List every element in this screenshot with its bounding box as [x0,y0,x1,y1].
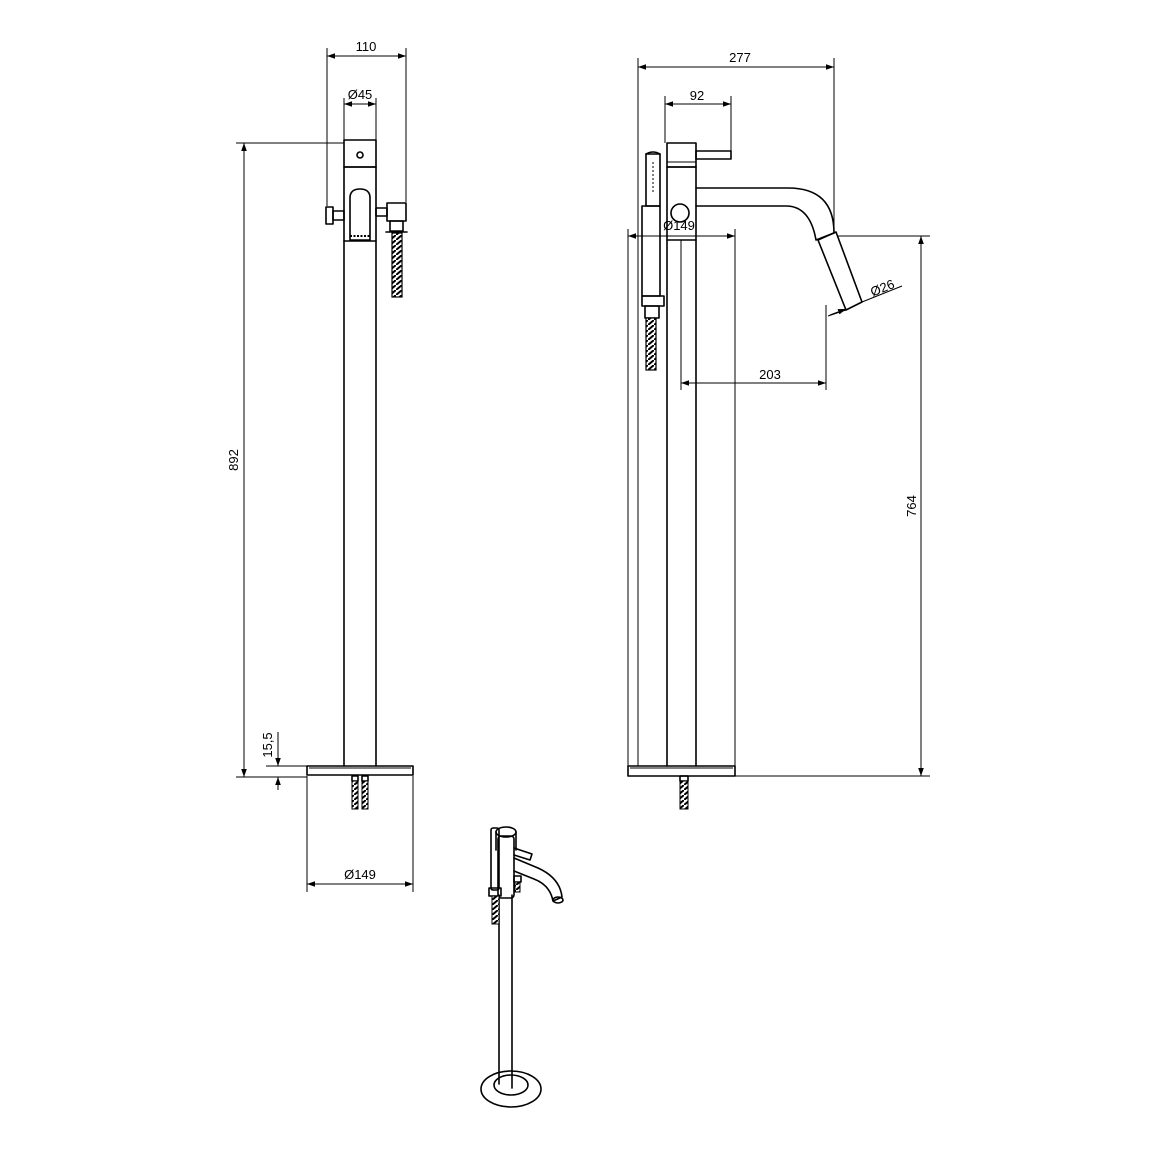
dim-side-spout-height: 764 [904,495,919,517]
perspective-hand-shower [488,827,522,925]
perspective-view [480,826,564,1108]
perspective-base-disc [480,1070,542,1108]
side-knob [670,203,690,223]
perspective-handle [513,847,533,861]
perspective-body [497,835,515,899]
side-view: 277 92 Ø149 203 Ø26 764 [627,50,930,810]
side-supply-pipe [679,780,689,810]
front-mixer-body [343,166,377,242]
dim-side-base-diameter: Ø149 [663,218,695,233]
dim-front-width: 110 [356,39,377,54]
side-handle-lever [695,150,732,160]
dim-side-handle-length: 92 [690,88,704,103]
side-mixer-cap [666,142,697,168]
side-spout [695,187,835,241]
dim-front-base-thickness: 15,5 [260,732,275,757]
front-cap-dot [356,151,364,159]
side-hand-shower [641,151,665,371]
dim-side-spout-diameter: Ø26 [868,276,896,299]
perspective-spout [513,857,563,902]
front-view: 110 Ø45 892 15,5 Ø149 [226,39,414,892]
dim-front-base-diameter: Ø149 [344,867,376,882]
dim-front-total-height: 892 [226,449,241,471]
front-spout [349,188,371,241]
dim-side-total-width: 277 [729,50,751,65]
dim-front-body-diameter: Ø45 [348,87,373,102]
dim-side-spout-reach: 203 [759,367,781,382]
front-left-knob [325,206,334,225]
front-base-plate [306,765,414,776]
front-top-cap [343,139,377,168]
front-supply-pipes [351,775,369,810]
front-hose-connector [386,202,407,222]
front-hose [391,232,403,298]
side-spout-outlet [817,231,863,311]
